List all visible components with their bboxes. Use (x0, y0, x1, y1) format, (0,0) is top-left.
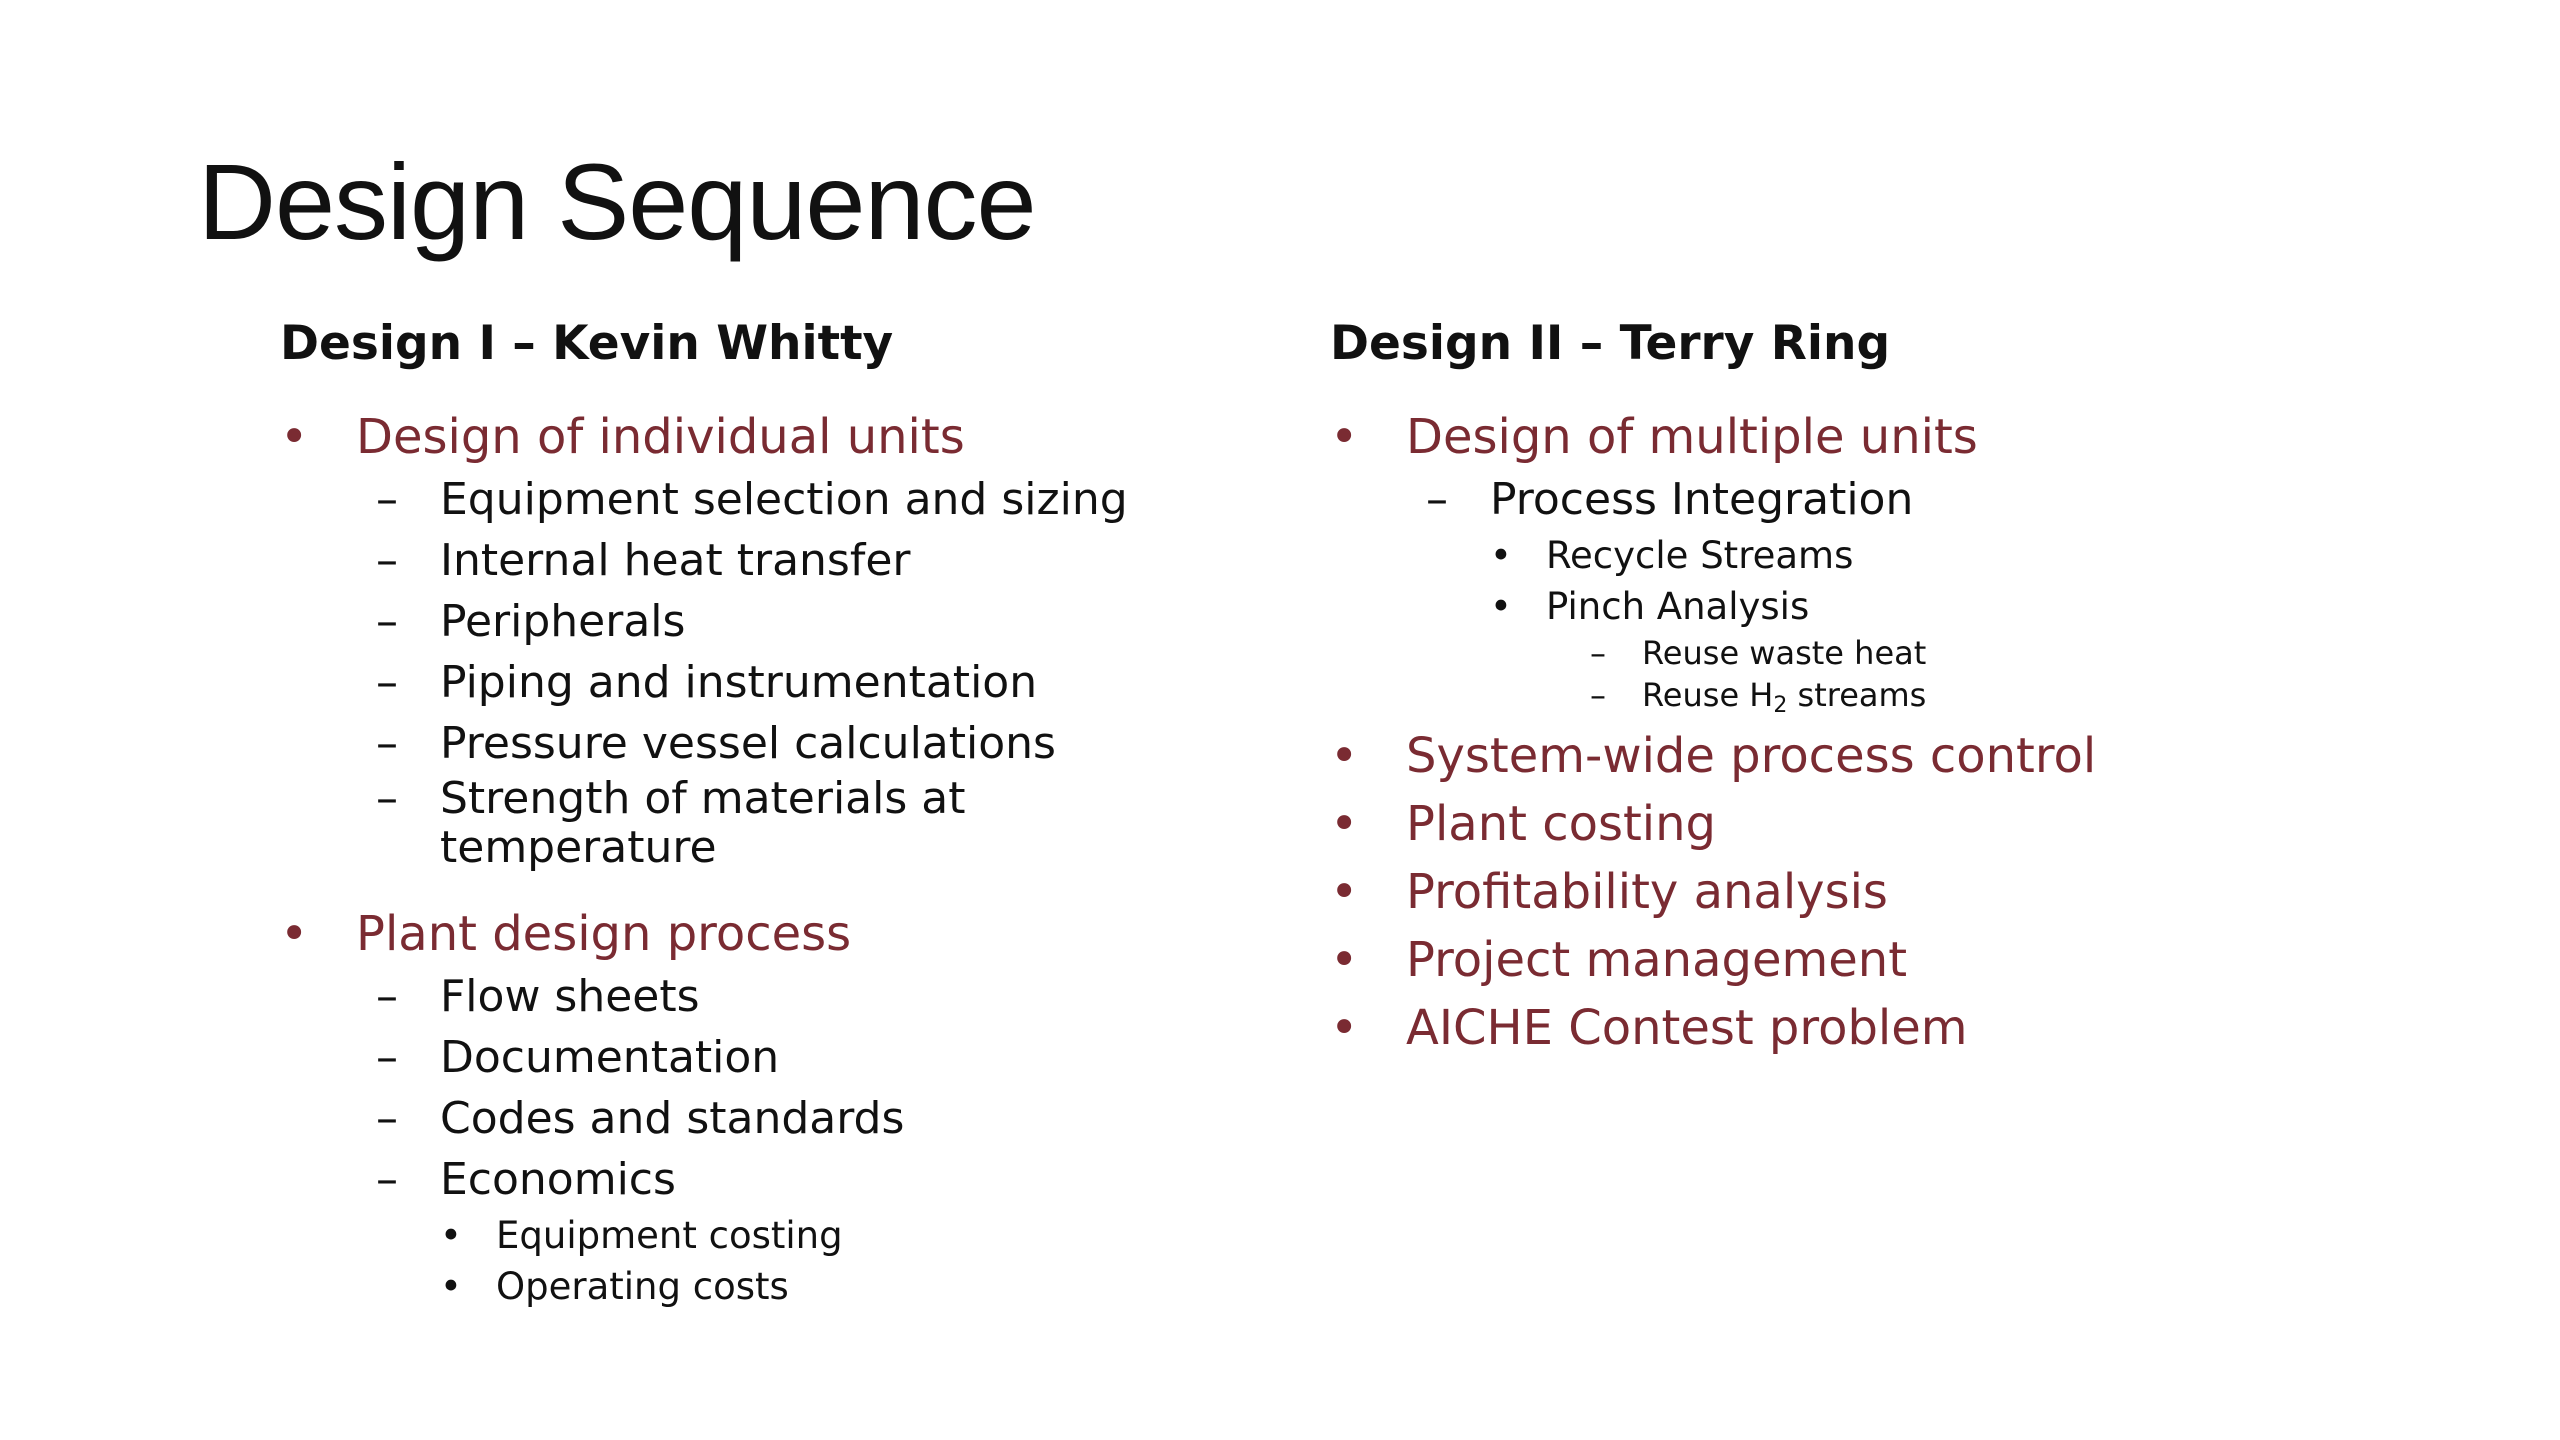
dash-icon: – (376, 474, 398, 525)
list-item: •Profitability analysis (1330, 858, 2460, 926)
list-item: –Reuse waste heat (1590, 634, 1927, 672)
dash-icon: – (376, 657, 398, 708)
list-item: –Internal heat transfer (376, 530, 1240, 591)
right-column: Design II – Terry Ring • Design of multi… (1330, 320, 2460, 1062)
list-item: –Reuse waste heat –Reuse H2 streams (1490, 632, 2460, 718)
sub-list: –Flow sheets –Documentation –Codes and s… (376, 966, 1240, 1312)
sub-sub-sub-list: –Reuse waste heat –Reuse H2 streams (1590, 632, 2460, 718)
list-item: –Flow sheets (376, 966, 1240, 1027)
right-list: • Design of multiple units –Process Inte… (1330, 405, 2460, 1062)
list-item: –Peripherals (376, 591, 1240, 652)
list-item: –Pressure vessel calculations (376, 713, 1240, 774)
list-item: •Plant costing (1330, 790, 2460, 858)
bullet-icon: • (440, 1265, 462, 1308)
sub-sub-list: •Equipment costing •Operating costs (440, 1210, 1240, 1312)
dash-icon: – (1590, 676, 1606, 714)
dash-icon: – (376, 1032, 398, 1083)
sub-sub-list: •Recycle Streams •Pinch Analysis –Reuse … (1490, 530, 2460, 718)
list-item: –Piping and instrumentation (376, 652, 1240, 713)
bullet-icon: • (1330, 932, 1359, 988)
group-label: Plant design process (356, 906, 852, 962)
bullet-icon: • (1330, 796, 1359, 852)
bullet-icon: • (1330, 864, 1359, 920)
bullet-icon: • (1490, 585, 1512, 628)
list-item: –Documentation (376, 1027, 1240, 1088)
dash-icon: – (376, 773, 398, 824)
dash-icon: – (1590, 634, 1606, 672)
dash-icon: – (376, 596, 398, 647)
left-column: Design I – Kevin Whitty • Design of indi… (280, 320, 1240, 1312)
dash-icon: – (376, 971, 398, 1022)
left-column-heading: Design I – Kevin Whitty (280, 316, 894, 371)
list-item: –Process Integration (1426, 469, 2460, 530)
bullet-icon: • (280, 906, 309, 962)
left-list: • Design of individual units –Equipment … (280, 405, 1240, 1312)
list-item: • Plant design process –Flow sheets –Doc… (280, 902, 1240, 1312)
list-item: • Design of individual units –Equipment … (280, 405, 1240, 872)
dash-icon: – (376, 535, 398, 586)
list-item: •AICHE Contest problem (1330, 994, 2460, 1062)
list-item: •Pinch Analysis (1490, 581, 2460, 632)
list-item: • Design of multiple units –Process Inte… (1330, 405, 2460, 718)
list-item: –Equipment selection and sizing (376, 469, 1240, 530)
dash-icon: – (376, 1093, 398, 1144)
sub-list: –Equipment selection and sizing –Interna… (376, 469, 1240, 872)
list-item: –Reuse H2 streams (1590, 676, 1927, 718)
bullet-icon: • (1490, 534, 1512, 577)
list-item: –Strength of materials at temperature (376, 773, 966, 873)
list-item: •Equipment costing (440, 1210, 1240, 1261)
right-column-heading: Design II – Terry Ring (1330, 316, 1891, 371)
list-item: –Codes and standards (376, 1088, 1240, 1149)
group-label: Design of individual units (356, 409, 965, 465)
slide-title: Design Sequence (198, 141, 1037, 262)
bullet-icon: • (1330, 409, 1359, 465)
bullet-icon: • (1330, 1000, 1359, 1056)
bullet-icon: • (1330, 728, 1359, 784)
dash-icon: – (376, 1154, 398, 1205)
list-item: •Recycle Streams (1490, 530, 2460, 581)
list-item: •Recycle Streams •Pinch Analysis –Reuse … (1426, 530, 2460, 718)
group-label: Design of multiple units (1406, 409, 1978, 465)
sub-list: –Process Integration •Recycle Streams •P… (1426, 469, 2460, 718)
bullet-icon: • (440, 1214, 462, 1257)
dash-icon: – (1426, 474, 1448, 525)
list-item: •Equipment costing •Operating costs (376, 1210, 1240, 1312)
list-item: •Project management (1330, 926, 2460, 994)
list-item: •Operating costs (440, 1261, 1240, 1312)
dash-icon: – (376, 718, 398, 769)
bullet-icon: • (280, 409, 309, 465)
list-item: •System-wide process control (1330, 722, 2460, 790)
list-item: –Economics (376, 1149, 1240, 1210)
